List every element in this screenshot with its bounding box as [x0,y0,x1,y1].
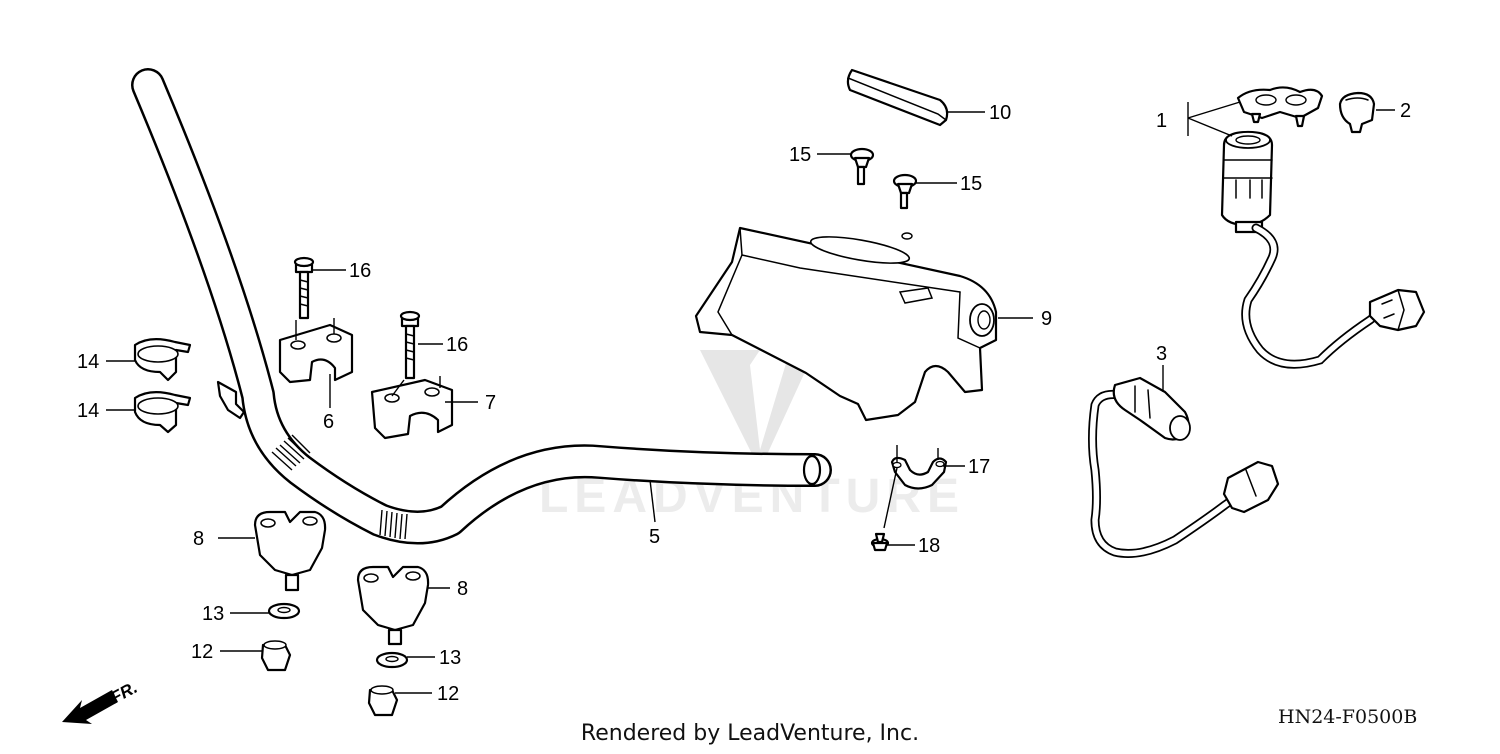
leader-lines [106,101,1395,694]
label-part-8-left: 8 [193,528,204,550]
label-part-14-lower: 14 [77,400,99,422]
clip-14-upper[interactable] [133,338,192,382]
label-part-10: 10 [989,102,1011,124]
credit-text: Rendered by LeadVenture, Inc. [581,721,919,746]
label-part-9: 9 [1041,308,1052,330]
bolt-16-left[interactable] [293,256,335,340]
handlebar-cover-9[interactable] [694,226,998,422]
harness-3[interactable] [1088,376,1280,558]
label-part-2: 2 [1400,100,1411,122]
nut-12-right[interactable] [367,685,399,717]
label-part-16-upper: 16 [349,260,371,282]
screw-18[interactable] [870,532,890,552]
label-part-17: 17 [968,456,990,478]
label-part-3: 3 [1156,343,1167,365]
label-part-6: 6 [323,411,334,433]
label-part-15-upper: 15 [789,144,811,166]
clamp-17[interactable] [883,445,948,529]
key-2[interactable] [1338,91,1376,134]
ignition-switch-1[interactable] [1220,86,1426,369]
pad-10[interactable] [846,68,949,127]
label-part-15-lower: 15 [960,173,982,195]
nut-12-left[interactable] [260,640,292,672]
label-part-13-right: 13 [439,647,461,669]
handlebar[interactable] [131,68,832,545]
clip-14-lower[interactable] [133,391,192,434]
label-part-13-left: 13 [202,603,224,625]
screw-15-lower[interactable] [892,173,918,210]
washer-13-left[interactable] [267,602,301,620]
front-arrow-icon [62,690,118,724]
label-part-14-upper: 14 [77,351,99,373]
label-part-12-right: 12 [437,683,459,705]
lower-holder-8-left[interactable] [253,510,327,592]
diagram-code: HN24-F0500B [1278,706,1417,728]
handlebar-holder-lower-7[interactable] [370,378,454,440]
label-part-18: 18 [918,535,940,557]
front-direction-indicator: FR. [62,678,141,724]
label-part-5: 5 [649,526,660,548]
handlebar-holder-upper-6[interactable] [278,323,354,384]
callout-labels: 1 2 3 5 6 7 8 8 9 10 12 12 13 13 14 14 1… [77,100,1411,705]
label-part-1: 1 [1156,110,1167,132]
washer-13-right[interactable] [375,651,409,669]
bolt-16-right[interactable] [391,310,441,397]
label-part-12-left: 12 [191,641,213,663]
lower-holder-8-right[interactable] [356,565,430,646]
label-part-16-lower: 16 [446,334,468,356]
label-part-7: 7 [485,392,496,414]
screw-15-upper[interactable] [849,147,875,186]
label-part-8-right: 8 [457,578,468,600]
watermark-logo [700,350,815,470]
